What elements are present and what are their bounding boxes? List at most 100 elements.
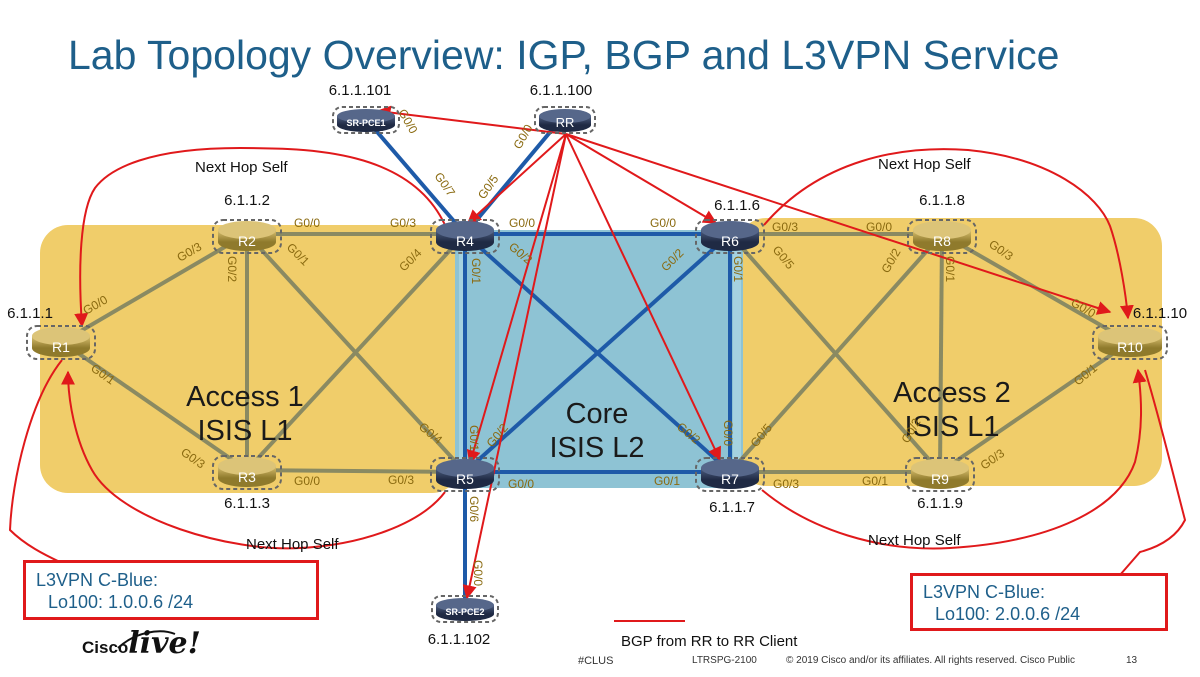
link-r5-r6 bbox=[463, 232, 732, 474]
area-core-line2: ISIS L2 bbox=[549, 432, 644, 464]
router-sr-pce1[interactable]: SR-PCE1 bbox=[332, 106, 400, 134]
router-r7[interactable]: R7 bbox=[695, 457, 765, 492]
footer-hashtag: #CLUS bbox=[578, 655, 614, 667]
router-sr-pce1-label: SR-PCE1 bbox=[346, 118, 385, 128]
legend-bgp-label: BGP from RR to RR Client bbox=[621, 633, 798, 650]
area-access1-line2: ISIS L1 bbox=[197, 415, 292, 447]
vpn-left-pointer bbox=[8, 359, 63, 563]
router-r7-label: R7 bbox=[721, 471, 739, 487]
core-area bbox=[455, 230, 743, 488]
vpn-right-line1: L3VPN C-Blue: bbox=[923, 582, 1046, 602]
bgp-arrow-rr-r4 bbox=[466, 133, 567, 224]
router-r1[interactable]: R1 bbox=[26, 325, 96, 360]
vpn-right-box: L3VPN C-Blue: Lo100: 2.0.0.6 /24 bbox=[910, 573, 1168, 631]
nhs-label-bottom-left: Next Hop Self bbox=[246, 536, 339, 553]
router-r1-label: R1 bbox=[52, 339, 70, 355]
router-sr-pce2[interactable]: SR-PCE2 bbox=[431, 595, 499, 623]
next-hop-self-curves bbox=[8, 146, 1187, 576]
router-r4[interactable]: R4 bbox=[430, 219, 500, 254]
area-access2-line1: Access 2 bbox=[893, 377, 1011, 409]
if-r6-g01: G0/1 bbox=[731, 256, 745, 282]
router-r3[interactable]: R3 bbox=[212, 455, 282, 490]
bgp-arrow-rr-pce1 bbox=[376, 105, 567, 135]
if-r2-g00: G0/0 bbox=[294, 216, 320, 230]
if-r6-g03: G0/3 bbox=[772, 220, 798, 234]
core-right-edge bbox=[733, 234, 741, 482]
footer-copyright: © 2019 Cisco and/or its affiliates. All … bbox=[786, 655, 1075, 666]
if-rr-g00: G0/0 bbox=[510, 122, 535, 152]
nhs-label-bottom-right: Next Hop Self bbox=[868, 532, 961, 549]
if-r5-g00: G0/0 bbox=[508, 477, 534, 491]
if-pce1-g00: G0/0 bbox=[395, 107, 420, 137]
router-r10-label: R10 bbox=[1117, 339, 1143, 355]
ip-r6: 6.1.1.6 bbox=[714, 197, 760, 214]
ip-pce1: 6.1.1.101 bbox=[329, 82, 392, 99]
bgp-arrow-rr-r7 bbox=[565, 133, 721, 462]
brand-live: live! bbox=[128, 626, 201, 661]
if-r2-g02: G0/2 bbox=[225, 256, 239, 282]
area-labels: Access 1 ISIS L1 Core ISIS L2 Access 2 I… bbox=[186, 377, 1011, 464]
nhs-curve-bottom-right bbox=[761, 368, 1147, 550]
bgp-arrow-rr-pce2 bbox=[462, 133, 567, 600]
area-access2-line2: ISIS L1 bbox=[904, 411, 999, 443]
if-pce2-g00: G0/0 bbox=[471, 560, 485, 586]
footer-page-number: 13 bbox=[1126, 655, 1138, 666]
if-r5-g01: G0/1 bbox=[467, 425, 481, 451]
nhs-curve-top-right bbox=[763, 148, 1134, 320]
vpn-left-box: L3VPN C-Blue: Lo100: 1.0.0.6 /24 bbox=[23, 560, 319, 620]
core-links bbox=[364, 117, 732, 608]
if-r8-g00: G0/0 bbox=[866, 220, 892, 234]
router-rr-label: RR bbox=[556, 115, 575, 130]
router-r5-label: R5 bbox=[456, 471, 474, 487]
bgp-arrow-rr-r10 bbox=[565, 133, 1112, 315]
bgp-arrow-rr-r5 bbox=[466, 133, 567, 465]
access-links bbox=[60, 232, 1132, 474]
ip-r9: 6.1.1.9 bbox=[917, 495, 963, 512]
router-r2[interactable]: R2 bbox=[212, 219, 282, 254]
router-r9[interactable]: R9 bbox=[905, 457, 975, 492]
ip-pce2: 6.1.1.102 bbox=[428, 631, 491, 648]
ip-r3: 6.1.1.3 bbox=[224, 495, 270, 512]
ip-r10: 6.1.1.10 bbox=[1133, 305, 1187, 322]
footer-session: LTRSPG-2100 bbox=[692, 655, 757, 666]
vpn-right-line2: Lo100: 2.0.0.6 /24 bbox=[935, 604, 1081, 624]
area-core-line1: Core bbox=[566, 398, 629, 430]
if-r8-g01: G0/1 bbox=[943, 256, 957, 282]
access2-area bbox=[738, 218, 1162, 486]
if-r9-g01: G0/1 bbox=[862, 474, 888, 488]
link-r8-r9 bbox=[938, 233, 944, 473]
brand-cisco: Cisco bbox=[82, 638, 129, 657]
router-r8[interactable]: R8 bbox=[907, 219, 977, 254]
ip-r1: 6.1.1.1 bbox=[7, 305, 53, 322]
vpn-left-line2: Lo100: 1.0.0.6 /24 bbox=[48, 592, 194, 612]
router-sr-pce2-label: SR-PCE2 bbox=[445, 607, 484, 617]
router-r8-label: R8 bbox=[933, 233, 951, 249]
if-r4-g03: G0/3 bbox=[390, 216, 416, 230]
if-r7-g03: G0/3 bbox=[773, 477, 799, 491]
vpn-right-pointer bbox=[1119, 369, 1187, 576]
link-r1-r3 bbox=[60, 340, 249, 472]
router-r10[interactable]: R10 bbox=[1092, 325, 1168, 360]
link-r1-r2 bbox=[60, 232, 249, 344]
ip-r2: 6.1.1.2 bbox=[224, 192, 270, 209]
if-r3-g00: G0/0 bbox=[294, 474, 320, 488]
router-r6-label: R6 bbox=[721, 233, 739, 249]
router-r4-label: R4 bbox=[456, 233, 474, 249]
nhs-curve-top-left bbox=[74, 146, 446, 328]
router-rr[interactable]: RR bbox=[534, 106, 596, 134]
router-r5[interactable]: R5 bbox=[430, 457, 500, 492]
link-r9-r10 bbox=[938, 340, 1132, 474]
if-r4-g01: G0/1 bbox=[469, 258, 483, 284]
next-hop-self-labels: Next Hop Self Next Hop Self Next Hop Sel… bbox=[195, 156, 971, 553]
router-r6[interactable]: R6 bbox=[695, 219, 765, 254]
router-ips: 6.1.1.1 6.1.1.2 6.1.1.3 6.1.1.6 6.1.1.7 … bbox=[7, 82, 1187, 648]
router-r9-label: R9 bbox=[931, 471, 949, 487]
slide-title: Lab Topology Overview: IGP, BGP and L3VP… bbox=[68, 32, 1060, 78]
link-r7-r8 bbox=[728, 232, 944, 474]
router-r2-label: R2 bbox=[238, 233, 256, 249]
ip-r7: 6.1.1.7 bbox=[709, 499, 755, 516]
nhs-label-top-right: Next Hop Self bbox=[878, 156, 971, 173]
if-r4-g00: G0/0 bbox=[509, 216, 535, 230]
